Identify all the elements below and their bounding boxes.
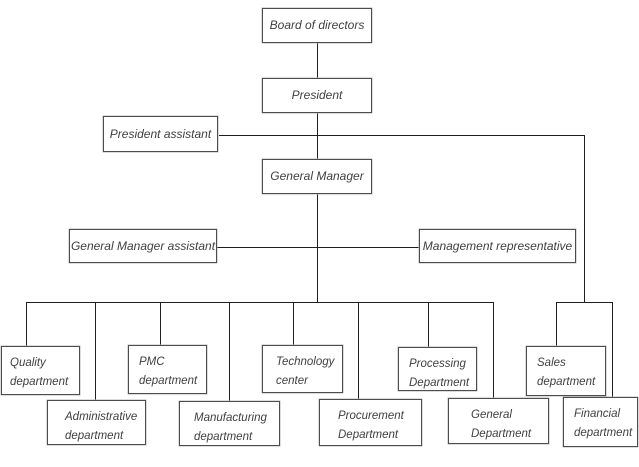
stub-administrative	[95, 302, 96, 400]
stub-pmc	[160, 302, 161, 345]
connector-gm-assistant-to-management-representative	[217, 247, 419, 248]
node-technology-center: Technology center	[262, 345, 343, 393]
connector-board-to-president	[317, 43, 318, 78]
connector-president-assistant-horizontal	[219, 135, 585, 136]
stub-financial	[612, 302, 613, 397]
node-president-assistant: President assistant	[103, 116, 218, 152]
stub-quality	[26, 302, 27, 346]
node-sales-department: Sales department	[526, 346, 606, 396]
node-management-representative: Management representative	[419, 229, 576, 263]
stub-manufacturing	[229, 302, 230, 401]
node-quality-department: Quality department	[1, 346, 80, 395]
connector-right-vertical-drop	[584, 135, 585, 303]
node-pmc-department: PMC department	[128, 345, 207, 394]
node-financial-department: Financial department	[563, 397, 638, 447]
connector-sales-financial-bus	[556, 302, 613, 303]
node-manufacturing-department: Manufacturing department	[179, 401, 280, 446]
node-general-manager: General Manager	[262, 159, 372, 194]
node-procurement-department: Procurement Department	[319, 399, 422, 446]
stub-processing	[428, 302, 429, 347]
node-general-manager-assistant: General Manager assistant	[69, 229, 217, 263]
stub-technology	[293, 302, 294, 345]
node-general-department: General Department	[448, 398, 549, 444]
stub-sales	[556, 302, 557, 346]
node-administrative-department: Administrative department	[47, 400, 146, 445]
connector-general-manager-to-bus	[317, 194, 318, 303]
node-president: President	[262, 78, 372, 113]
stub-general-department	[493, 302, 494, 398]
connector-president-to-general-manager	[317, 113, 318, 159]
connector-department-bus	[26, 302, 494, 303]
stub-procurement	[358, 302, 359, 399]
node-board-of-directors: Board of directors	[262, 8, 372, 43]
node-processing-department: Processing Department	[398, 347, 477, 391]
